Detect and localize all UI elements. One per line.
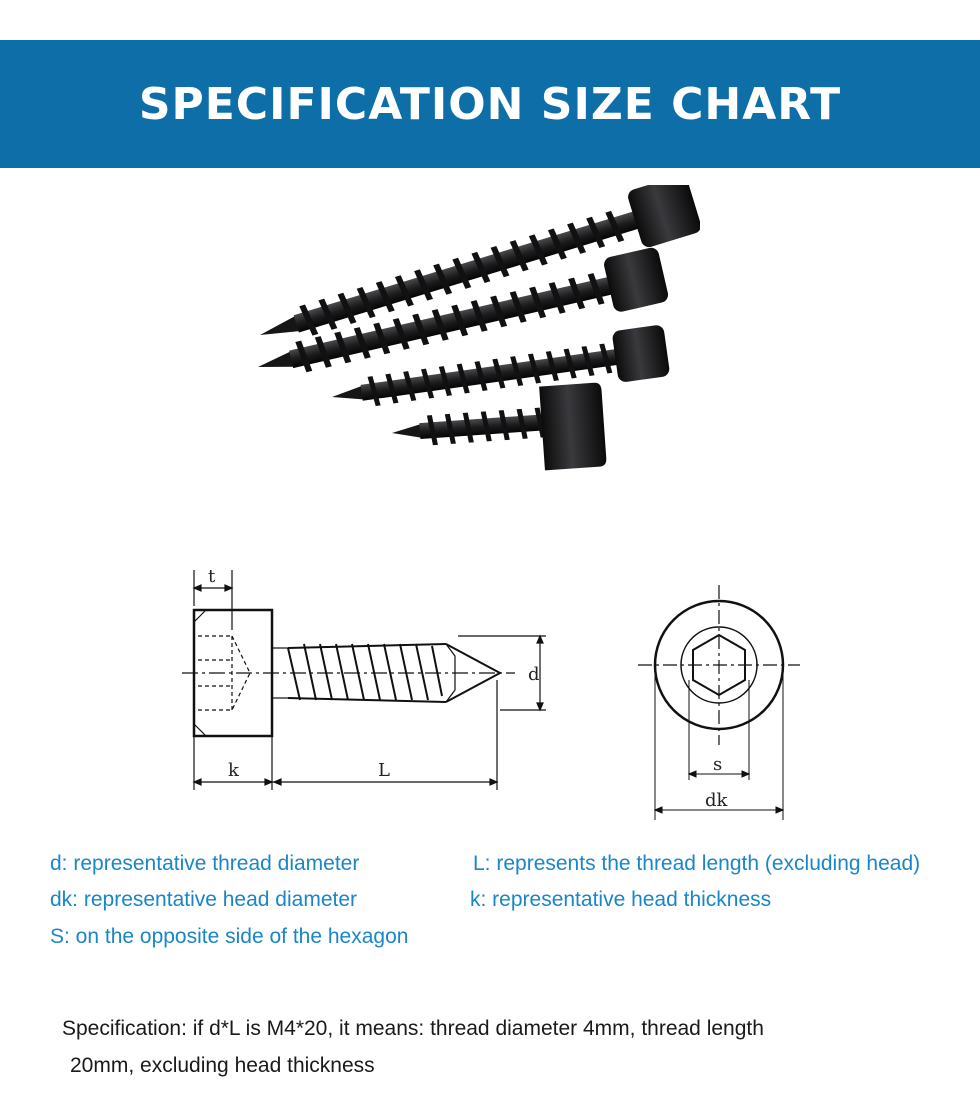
- legend-dk: dk: representative head diameter: [50, 888, 358, 911]
- legend-S: S: on the opposite side of the hexagon: [50, 925, 409, 948]
- screw-1: [260, 185, 700, 336]
- specification-note: Specification: if d*L is M4*20, it means…: [62, 1010, 942, 1084]
- screw-end-view-diagram: s dk: [638, 585, 800, 820]
- label-dk: dk: [705, 790, 729, 811]
- label-t: t: [208, 566, 216, 587]
- legend-d: d: representative thread diameter: [50, 852, 360, 875]
- screw-3: [332, 325, 670, 407]
- screw-4: [392, 382, 607, 471]
- spec-line-2: 20mm, excluding head thickness: [70, 1054, 375, 1077]
- spec-line-1: Specification: if d*L is M4*20, it means…: [62, 1017, 764, 1040]
- header-banner: SPECIFICATION SIZE CHART: [0, 40, 980, 168]
- page-title: SPECIFICATION SIZE CHART: [138, 78, 842, 130]
- legend-L: L: represents the thread length (excludi…: [473, 852, 921, 875]
- screws-photo: [258, 185, 700, 471]
- label-k: k: [228, 760, 240, 781]
- legend-k: k: representative head thickness: [470, 888, 772, 911]
- screw-2: [258, 247, 669, 373]
- label-d: d: [528, 664, 540, 685]
- label-L: L: [378, 760, 390, 781]
- label-s: s: [713, 754, 722, 775]
- screw-side-view-diagram: t d k L: [182, 566, 546, 790]
